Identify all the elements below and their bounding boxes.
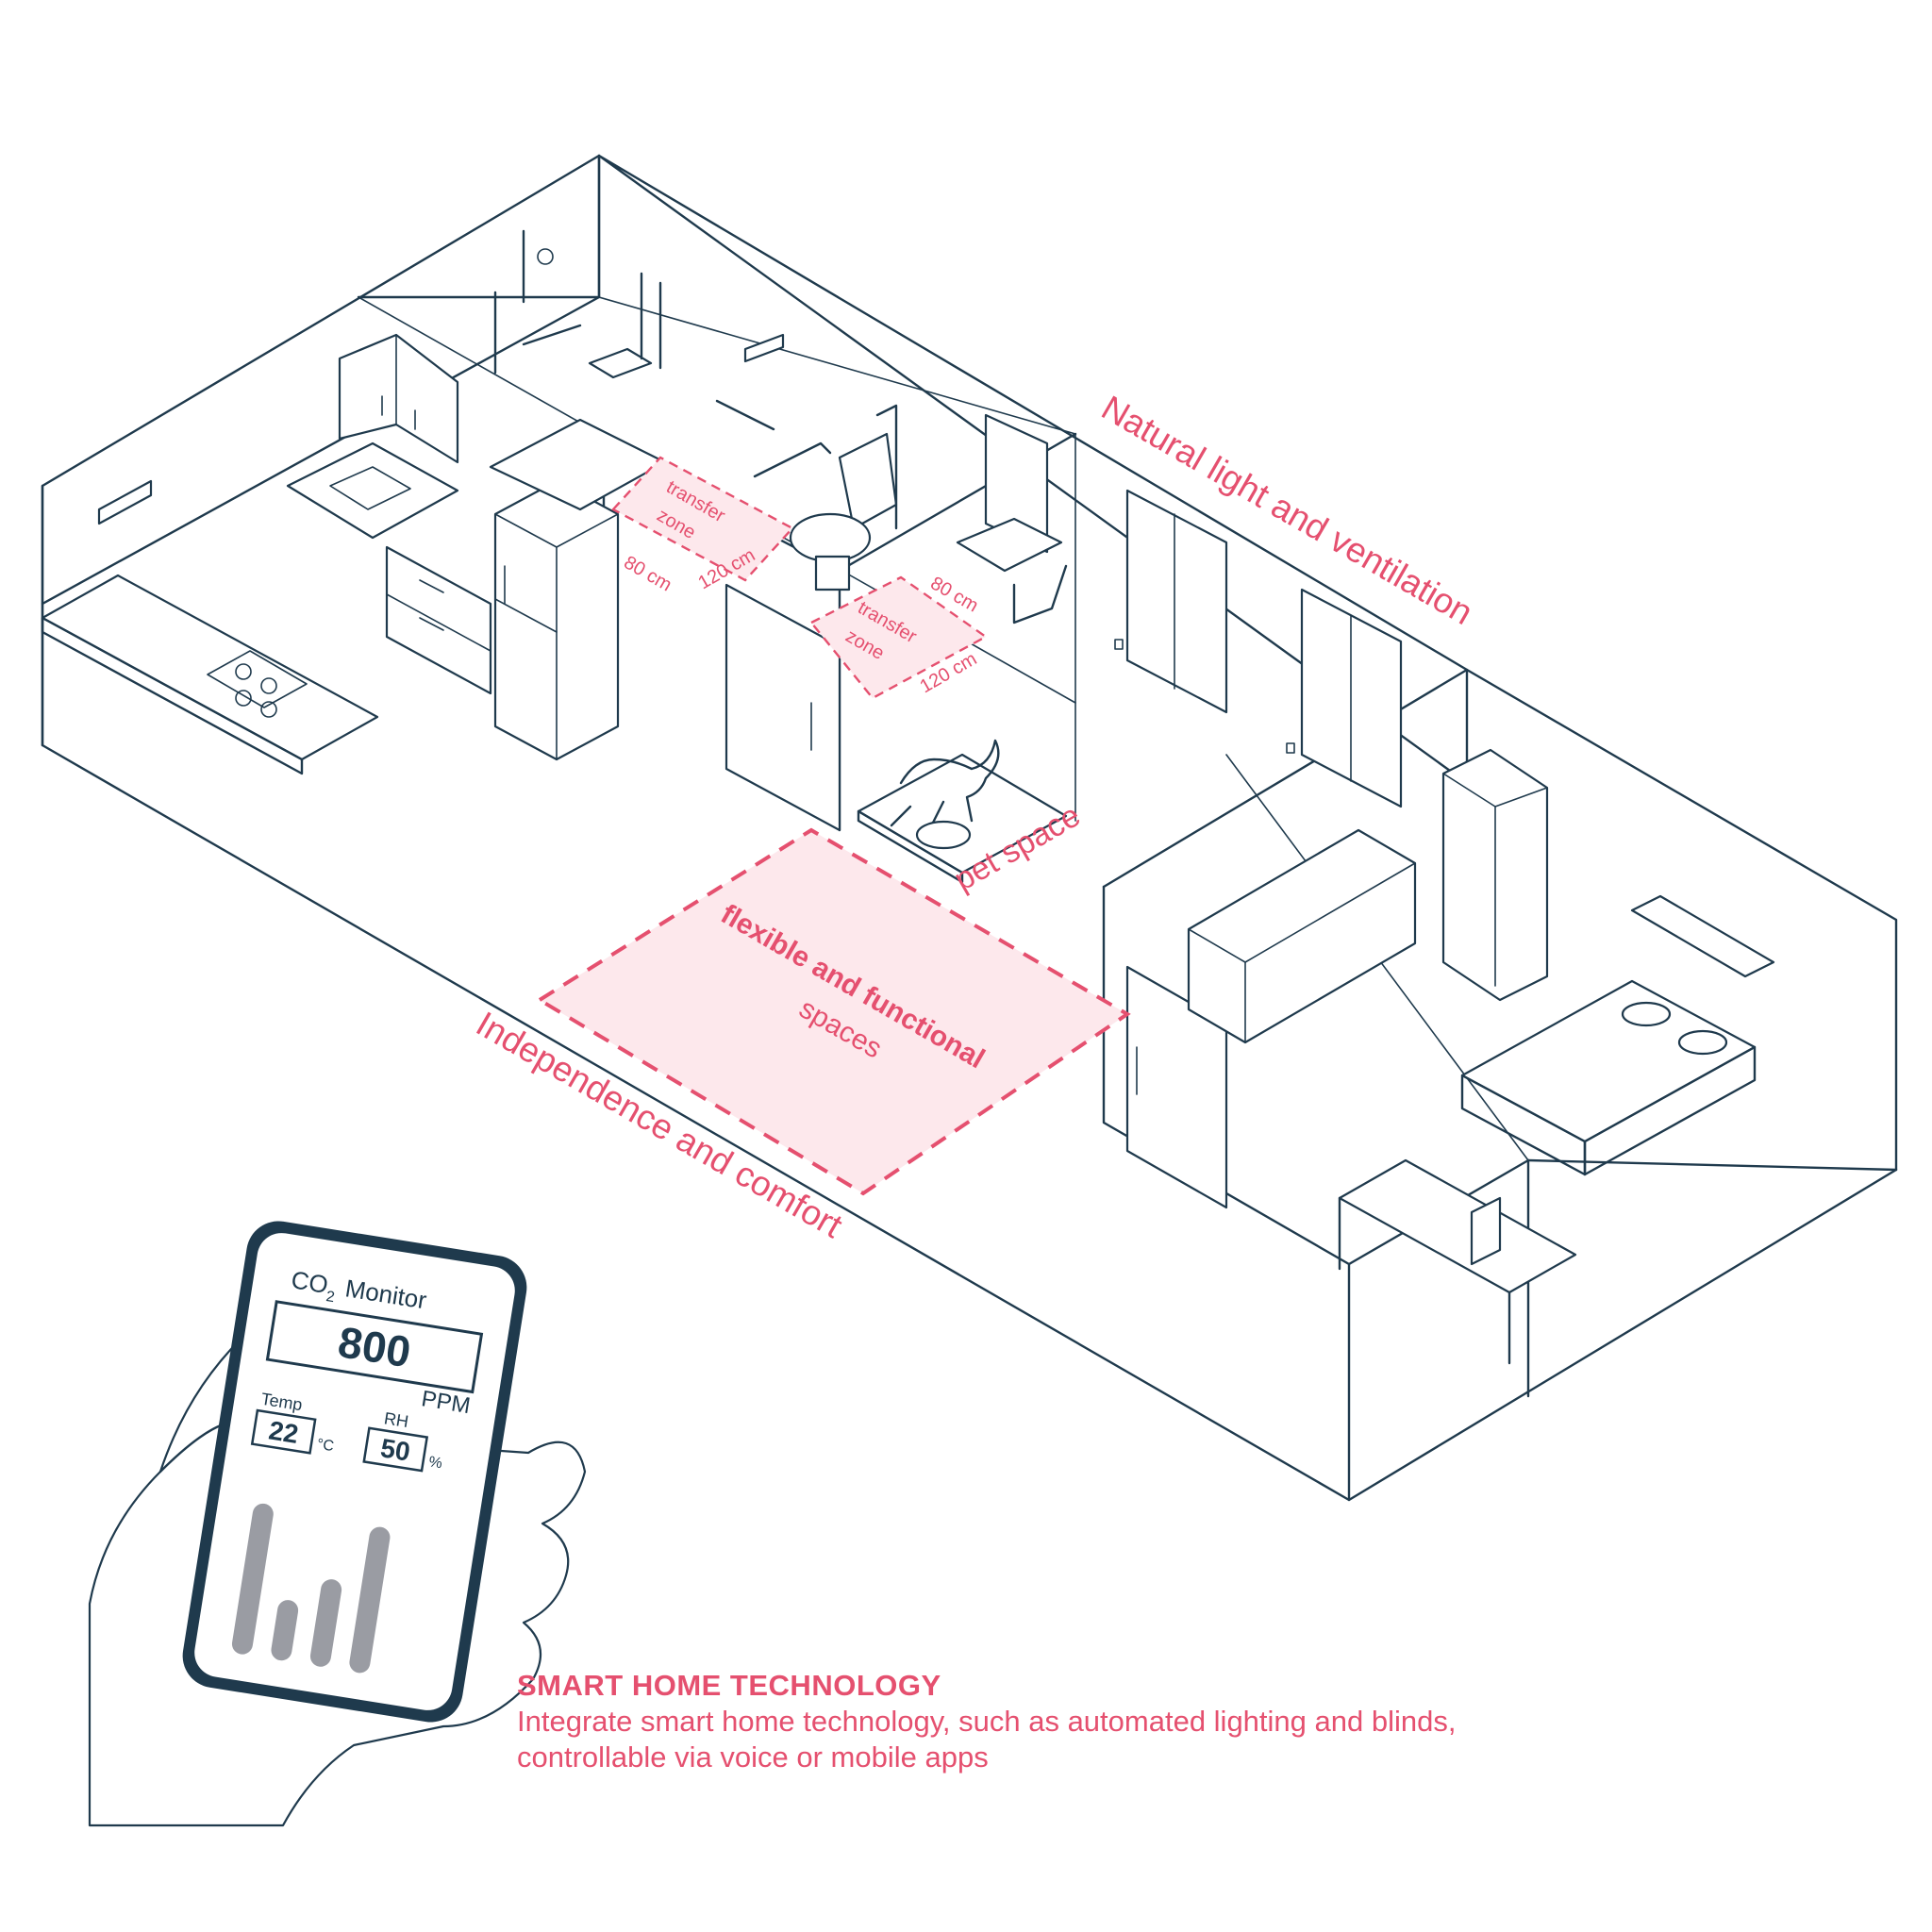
bedroom-walls xyxy=(1102,668,1898,1172)
mirror xyxy=(984,413,1049,554)
kitchen xyxy=(41,333,620,775)
lower-cabinets xyxy=(385,545,492,695)
wall-cabinet xyxy=(338,333,459,464)
flexible-space-zone xyxy=(536,827,1131,1196)
closet-door xyxy=(724,583,841,832)
co2-bar-2 xyxy=(271,1600,299,1661)
co2-title-sub: 2 xyxy=(325,1289,336,1306)
co2-bar-3 xyxy=(309,1579,342,1667)
caption-block: SMART HOME TECHNOLOGY Integrate smart ho… xyxy=(517,1668,1555,1775)
co2-bar-chart xyxy=(231,1503,391,1674)
desk xyxy=(1338,1158,1577,1294)
co2-title-prefix: CO xyxy=(290,1265,330,1299)
pet-area xyxy=(857,739,1068,884)
sofa xyxy=(1187,828,1417,1044)
toilet-bowl xyxy=(789,512,872,563)
coat-hooks xyxy=(97,479,153,525)
window-1 xyxy=(1125,489,1228,714)
caption-title: SMART HOME TECHNOLOGY xyxy=(517,1669,941,1702)
co2-value: 800 xyxy=(335,1317,414,1376)
bathroom xyxy=(489,229,1068,625)
rh-box xyxy=(362,1426,429,1473)
grab-bar xyxy=(715,399,775,431)
windows xyxy=(1114,489,1403,808)
toilet-tank xyxy=(838,432,898,530)
bed xyxy=(1460,979,1757,1143)
temp-box xyxy=(250,1408,317,1455)
closet xyxy=(724,583,841,832)
transfer-zone-1 xyxy=(611,456,794,582)
shower-head-icon xyxy=(537,248,554,265)
transfer-zone-2 xyxy=(809,575,989,700)
temp-value: 22 xyxy=(267,1415,301,1448)
laptop xyxy=(1470,1196,1502,1266)
smart-control-panel xyxy=(1630,894,1775,978)
rh-label: RH xyxy=(383,1408,410,1431)
towel-hooks xyxy=(743,333,785,363)
bedroom xyxy=(1187,748,1775,1365)
folding-seat xyxy=(588,347,653,379)
co2-bar-4 xyxy=(349,1526,391,1674)
caption-body: Integrate smart home technology, such as… xyxy=(517,1705,1457,1774)
cooktop xyxy=(207,650,308,708)
rh-unit: % xyxy=(427,1454,443,1472)
zones xyxy=(536,456,1131,1196)
rh-value: 50 xyxy=(378,1433,412,1466)
transfer-zone-1-width: 80 cm xyxy=(621,552,675,595)
co2-value-box xyxy=(265,1300,484,1394)
pillow xyxy=(1621,1001,1672,1027)
sink-counter xyxy=(286,441,459,540)
kitchen-island xyxy=(41,574,379,761)
washbasin xyxy=(956,517,1063,573)
co2-bar-1 xyxy=(231,1503,274,1655)
pet-bowls xyxy=(915,820,972,850)
temp-unit: °C xyxy=(316,1436,335,1455)
light-switch-icon xyxy=(1114,639,1124,650)
